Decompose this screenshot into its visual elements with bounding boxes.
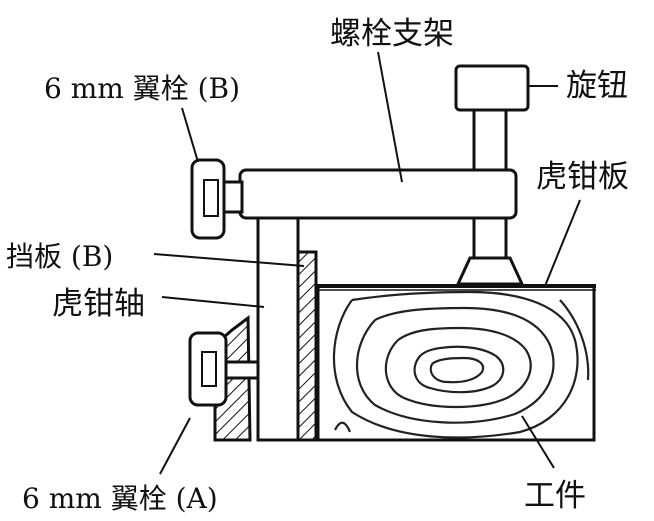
label-baffle-b: 挡板 (B) (6, 240, 113, 273)
wing-bolt-a[interactable] (188, 331, 260, 407)
label-knob: 旋钮 (566, 68, 628, 104)
label-bolt-bracket: 螺栓支架 (330, 16, 454, 52)
knob[interactable] (454, 64, 530, 112)
workpiece-block (316, 284, 596, 442)
label-vise-plate: 虎钳板 (536, 159, 629, 195)
label-workpiece: 工件 (524, 478, 586, 514)
vise-shaft-post (256, 216, 300, 442)
screw-shaft (455, 106, 525, 286)
leader-lines (153, 51, 581, 475)
wing-bolt-b[interactable] (190, 158, 244, 240)
baffle-b-plate (296, 250, 318, 442)
label-vise-shaft: 虎钳轴 (52, 286, 145, 322)
label-wing-bolt-b: 6 mm 翼栓 (B) (44, 72, 240, 105)
vise-plate (316, 284, 596, 291)
label-wing-bolt-a: 6 mm 翼栓 (A) (22, 482, 218, 515)
